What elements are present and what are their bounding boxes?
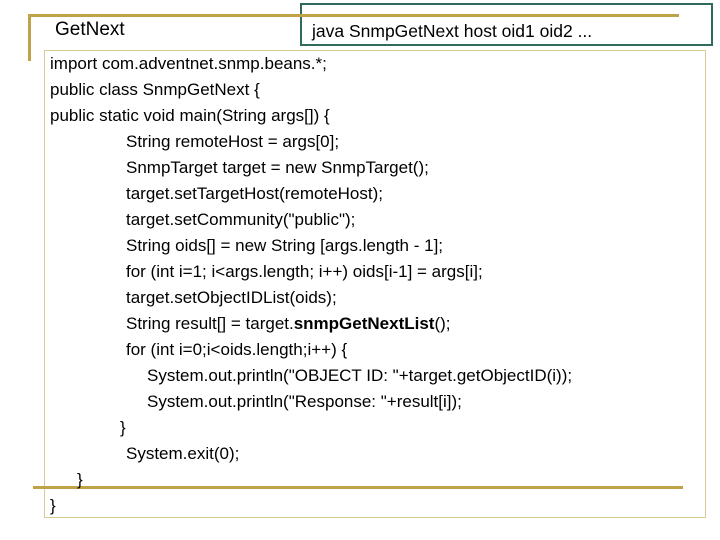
command-box: java SnmpGetNext host oid1 oid2 ...	[300, 3, 713, 46]
title-bracket-line	[28, 14, 31, 61]
code-line: System.out.println("OBJECT ID: "+target.…	[44, 363, 706, 389]
code-line: SnmpTarget target = new SnmpTarget();	[44, 155, 706, 181]
code-line: }	[44, 493, 706, 519]
code-text: ();	[434, 314, 451, 333]
code-text: String remoteHost = args[0];	[126, 132, 340, 151]
code-line: }	[44, 415, 706, 441]
code-text: target.setObjectIDList(oids);	[126, 288, 337, 307]
code-text: String result[] = target.	[126, 314, 294, 333]
code-text: target.setCommunity("public");	[126, 210, 356, 229]
code-container: import com.adventnet.snmp.beans.*; public…	[44, 51, 706, 519]
slide-title: GetNext	[55, 19, 125, 40]
code-text: import com.adventnet.snmp.beans.*;	[50, 54, 327, 73]
code-text: public class SnmpGetNext {	[50, 80, 260, 99]
code-line: for (int i=1; i<args.length; i++) oids[i…	[44, 259, 706, 285]
code-line: public static void main(String args[]) {	[44, 103, 706, 129]
code-text: }	[120, 418, 126, 437]
code-line: target.setTargetHost(remoteHost);	[44, 181, 706, 207]
code-line: import com.adventnet.snmp.beans.*;	[44, 51, 706, 77]
code-text: System.out.println("Response: "+result[i…	[147, 392, 462, 411]
top-accent-line	[29, 14, 679, 17]
code-line: System.out.println("Response: "+result[i…	[44, 389, 706, 415]
code-text: for (int i=1; i<args.length; i++) oids[i…	[126, 262, 483, 281]
bottom-accent-line	[33, 486, 683, 489]
code-line: target.setObjectIDList(oids);	[44, 285, 706, 311]
code-text: }	[77, 470, 83, 489]
code-line: }	[44, 467, 706, 493]
code-text: String oids[] = new String [args.length …	[126, 236, 444, 255]
code-line: String oids[] = new String [args.length …	[44, 233, 706, 259]
code-line: String remoteHost = args[0];	[44, 129, 706, 155]
code-text: target.setTargetHost(remoteHost);	[126, 184, 383, 203]
code-text: }	[50, 496, 56, 515]
code-text: for (int i=0;i<oids.length;i++) {	[126, 340, 348, 359]
command-text: java SnmpGetNext host oid1 oid2 ...	[312, 21, 593, 41]
code-box	[44, 50, 706, 518]
code-text: System.exit(0);	[126, 444, 240, 463]
code-line: String result[] = target.snmpGetNextList…	[44, 311, 706, 337]
code-line: target.setCommunity("public");	[44, 207, 706, 233]
code-line: for (int i=0;i<oids.length;i++) {	[44, 337, 706, 363]
code-text-bold: snmpGetNextList	[293, 314, 435, 333]
code-line: System.exit(0);	[44, 441, 706, 467]
code-line: public class SnmpGetNext {	[44, 77, 706, 103]
code-text: SnmpTarget target = new SnmpTarget();	[126, 158, 429, 177]
code-text: public static void main(String args[]) {	[50, 106, 330, 125]
code-text: System.out.println("OBJECT ID: "+target.…	[147, 366, 573, 385]
